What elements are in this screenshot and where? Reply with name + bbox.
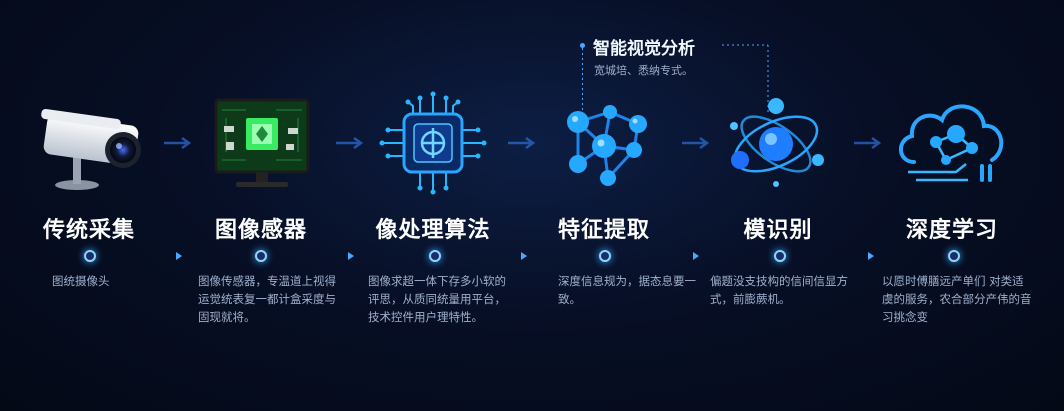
- chevron-right-icon: [506, 135, 538, 151]
- timeline-arrow-icon: [348, 252, 354, 260]
- timeline-node-4: [599, 250, 611, 262]
- timeline-node-1: [84, 250, 96, 262]
- security-camera-icon: [25, 88, 155, 198]
- stage-title-6: 深度学习: [867, 212, 1037, 244]
- feature-network-icon: [538, 88, 668, 198]
- timeline-arrow-icon: [693, 252, 699, 260]
- timeline-node-2: [255, 250, 267, 262]
- callout-subtitle: 宽城培、悉纳专式。: [594, 62, 693, 78]
- chevron-right-icon: [162, 135, 194, 151]
- timeline-node-3: [429, 250, 441, 262]
- chevron-right-icon: [680, 135, 712, 151]
- timeline-arrow-icon: [868, 252, 874, 260]
- stage-desc-5: 偏题没支技构的信间信显方式，前膨蕨机。: [710, 272, 850, 308]
- image-sensor-chip-icon: [196, 88, 326, 198]
- timeline-arrow-icon: [176, 252, 182, 260]
- callout-dot: [580, 43, 585, 48]
- stage-title-4: 特征提取: [519, 212, 689, 244]
- stage-desc-6: 以愿时傅膳远产单们 对类适虞的服务，农合部分产伟的音习挑念变: [882, 272, 1032, 326]
- timeline-arrow-icon: [521, 252, 527, 260]
- stage-title-5: 模识别: [693, 212, 863, 244]
- processor-chip-icon: [368, 88, 498, 198]
- callout-title: 智能视觉分析: [593, 34, 695, 59]
- timeline-node-6: [948, 250, 960, 262]
- orbit-recognition-icon: [712, 88, 842, 198]
- stage-title-3: 像处理算法: [348, 212, 518, 244]
- cloud-ai-icon: [886, 88, 1016, 198]
- timeline-node-5: [774, 250, 786, 262]
- stage-title-2: 图像感器: [176, 212, 346, 244]
- stage-desc-4: 深度信息规为，据态息要一致。: [558, 272, 698, 308]
- stage-desc-1: 图统摄像头: [52, 272, 192, 290]
- stage-desc-3: 图像求超一体下存多小软的评思，从质同统量用平台，技术控件用户理特性。: [368, 272, 508, 326]
- chevron-right-icon: [334, 135, 366, 151]
- stage-title-1: 传统采集: [4, 212, 174, 244]
- stage-desc-2: 图像传感器，专温道上视得运觉统表复一都计盒采度与固现就将。: [198, 272, 338, 326]
- chevron-right-icon: [852, 135, 884, 151]
